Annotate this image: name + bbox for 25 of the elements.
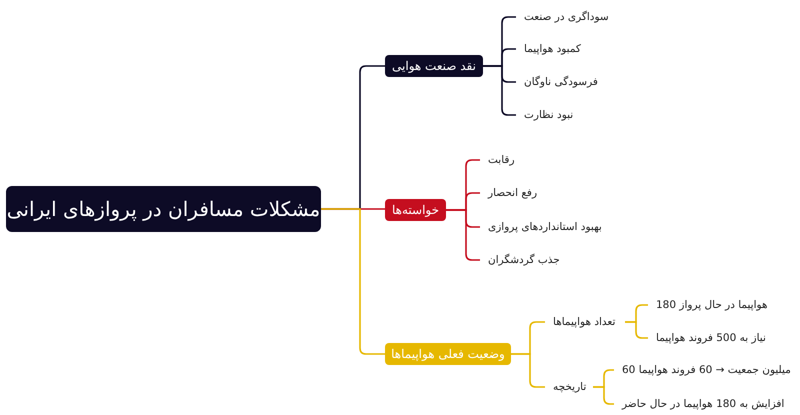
topic-text: تعداد هواپیماها: [553, 316, 616, 328]
topic-text: رقابت: [488, 154, 515, 166]
central-topic: [6, 186, 321, 232]
topic-text: جذب گردشگران: [488, 254, 560, 266]
topic-text: نیاز به 500 فروند هواپیما: [656, 332, 766, 344]
branch-topic: [385, 55, 483, 77]
topic-text: نبود نظارت: [524, 108, 574, 122]
topic-text: هواپیما در حال پرواز 180: [656, 298, 768, 312]
topic-title: خواسته‌ها: [392, 202, 440, 218]
topic-text: سوداگری در صنعت: [524, 10, 609, 24]
connector-line: [321, 208, 385, 355]
connector-line: [625, 321, 648, 339]
topic-text: تاریخچه: [553, 380, 586, 394]
topic-text: بهبود استانداردهای پروازی: [488, 220, 602, 234]
topic-text: کمبود هواپیما: [524, 42, 581, 56]
branch-topic: [385, 199, 446, 221]
topic-text: میلیون جمعیت → 60 فروند هواپیما 60: [622, 364, 791, 376]
topic-text: فرسودگی ناوگان: [524, 76, 598, 88]
topic-title: مشکلات مسافران در پروازهای ایرانی: [6, 197, 320, 221]
topic-text: افزایش به 180 هواپیما در حال حاضر: [622, 398, 784, 410]
topic-title: وضعیت فعلی هواپیماها: [391, 346, 505, 362]
topic-text: رفع انحصار: [488, 186, 538, 200]
topic-title: نقد صنعت هوایی: [392, 58, 476, 74]
branch-topic: [385, 343, 511, 365]
connector-line: [593, 386, 614, 405]
